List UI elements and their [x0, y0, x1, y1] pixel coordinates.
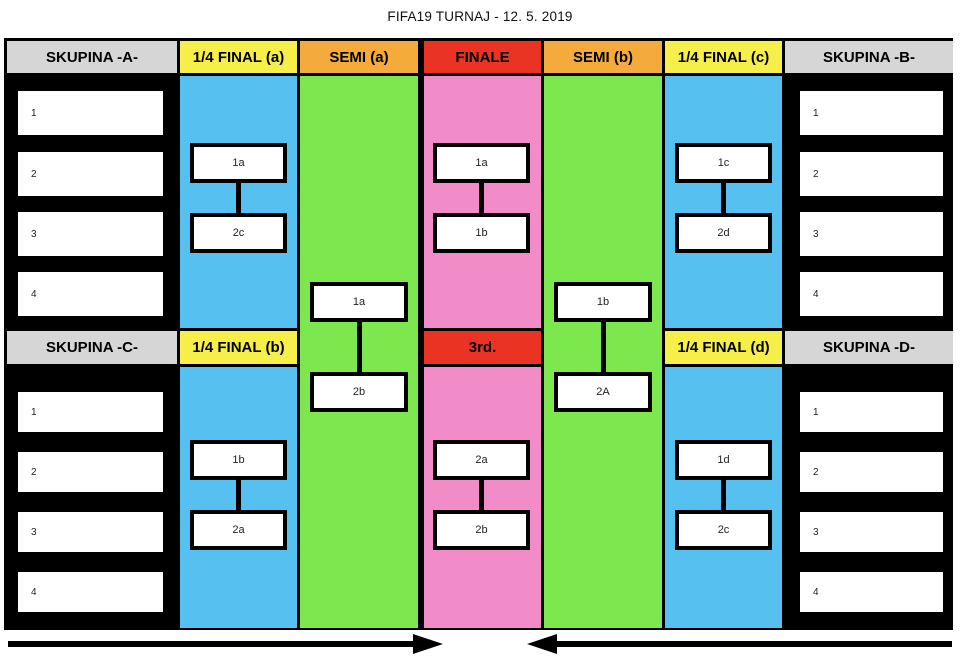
qf-b-box-1: 1b [190, 440, 287, 480]
bottom-arrow-left [8, 634, 443, 654]
semi-a-box-1: 1a [310, 282, 408, 322]
semi-b-box-2: 2A [554, 372, 652, 412]
group-c-slot-3: 3 [18, 512, 163, 552]
qf-b-connector [236, 480, 241, 510]
third-box-2: 2b [433, 510, 530, 550]
qf-c-box-1: 1c [675, 143, 772, 183]
group-c-slot-2: 2 [18, 452, 163, 492]
group-a-slot-2: 2 [18, 152, 163, 196]
header-semi-b: SEMI (b) [544, 41, 662, 73]
qf-a-box-1: 1a [190, 143, 287, 183]
finale-box-2: 1b [433, 213, 530, 253]
group-d-slot-3: 3 [800, 512, 943, 552]
group-b-slot-3: 3 [800, 212, 943, 256]
third-box-1: 2a [433, 440, 530, 480]
qf-b-box-2: 2a [190, 510, 287, 550]
bottom-arrow-right [527, 634, 952, 654]
group-d-slot-1: 1 [800, 392, 943, 432]
qf-d-connector [721, 480, 726, 510]
qf-c-connector [721, 183, 726, 213]
group-c-slot-4: 4 [18, 572, 163, 612]
semi-b-box-1: 1b [554, 282, 652, 322]
header-third-place: 3rd. [424, 331, 541, 364]
group-a-slot-3: 3 [18, 212, 163, 256]
qf-a-box-2: 2c [190, 213, 287, 253]
group-a-slot-1: 1 [18, 91, 163, 135]
qf-d-box-1: 1d [675, 440, 772, 480]
qf-a-connector [236, 183, 241, 213]
finale-box-1: 1a [433, 143, 530, 183]
group-d-slot-4: 4 [800, 572, 943, 612]
group-d-slot-2: 2 [800, 452, 943, 492]
semi-b-connector [601, 322, 606, 372]
page-title: FIFA19 TURNAJ - 12. 5. 2019 [387, 9, 573, 24]
header-group-a: SKUPINA -A- [7, 41, 177, 73]
header-qf-d: 1/4 FINAL (d) [665, 331, 782, 364]
header-qf-a: 1/4 FINAL (a) [180, 41, 297, 73]
header-qf-c: 1/4 FINAL (c) [665, 41, 782, 73]
qf-d-box-2: 2c [675, 510, 772, 550]
header-semi-a: SEMI (a) [300, 41, 418, 73]
finale-connector [479, 183, 484, 213]
header-group-b: SKUPINA -B- [785, 41, 953, 73]
group-c-slot-1: 1 [18, 392, 163, 432]
group-a-slot-4: 4 [18, 272, 163, 316]
group-b-slot-4: 4 [800, 272, 943, 316]
header-qf-b: 1/4 FINAL (b) [180, 331, 297, 364]
header-group-d: SKUPINA -D- [785, 331, 953, 364]
semi-a-box-2: 2b [310, 372, 408, 412]
qf-c-box-2: 2d [675, 213, 772, 253]
group-b-slot-1: 1 [800, 91, 943, 135]
semi-a-connector [357, 322, 362, 372]
header-finale: FINALE [424, 41, 541, 73]
third-connector [479, 480, 484, 510]
header-group-c: SKUPINA -C- [7, 331, 177, 364]
group-b-slot-2: 2 [800, 152, 943, 196]
bottom-flow-arrows [8, 634, 952, 654]
